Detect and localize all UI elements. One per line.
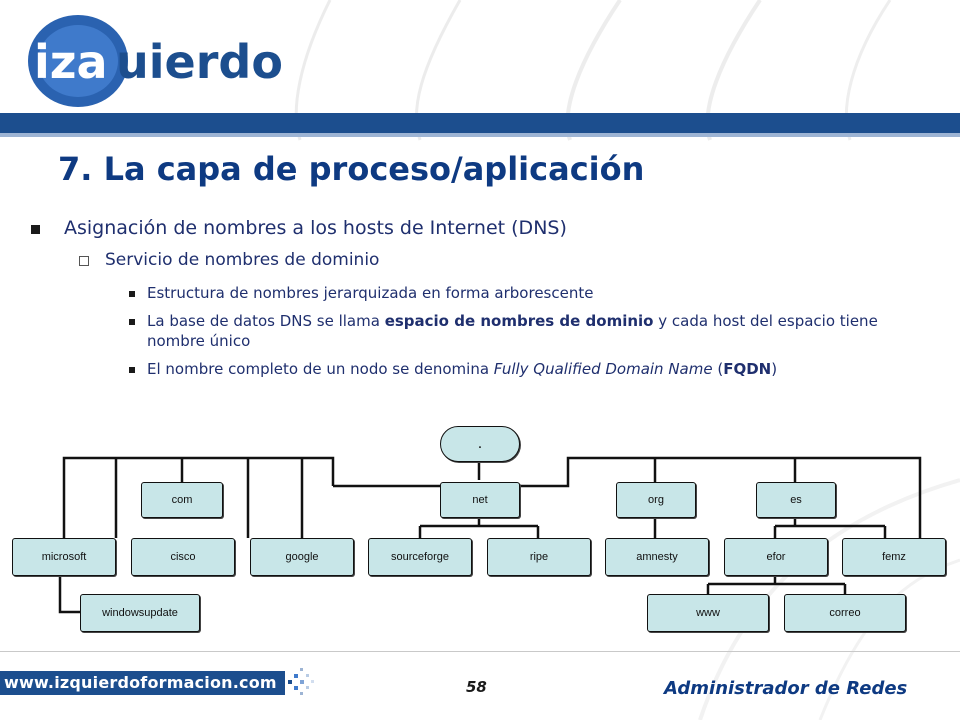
- dots-decoration-icon: [288, 668, 314, 695]
- tree-node-sourceforge: sourceforge: [368, 538, 472, 576]
- tree-node-cisco: cisco: [131, 538, 235, 576]
- item3-paren-close: ): [771, 360, 778, 378]
- tree-node-correo: correo: [784, 594, 906, 632]
- bullet-item-1: Estructura de nombres jerarquizada en fo…: [147, 284, 594, 302]
- tree-node-www: www: [647, 594, 769, 632]
- footer-divider: [0, 651, 960, 652]
- page-title: 7. La capa de proceso/aplicación: [58, 150, 645, 188]
- item2-text: La base de datos DNS se llama: [147, 312, 385, 330]
- tree-connectors: [58, 456, 922, 614]
- bullet-square-outline: [79, 256, 89, 266]
- course-name: Administrador de Redes: [664, 678, 908, 699]
- tree-node-es: es: [756, 482, 836, 518]
- bullet-level1: Asignación de nombres a los hosts de Int…: [64, 217, 567, 239]
- logo-text-prefix: iza: [34, 35, 108, 89]
- bullet-small: [129, 291, 135, 297]
- bullet-item-2: La base de datos DNS se llama espacio de…: [147, 311, 887, 351]
- item2-text-end: y cada host del espacio tiene nombre úni…: [147, 312, 878, 350]
- tree-node-amnesty: amnesty: [605, 538, 709, 576]
- tree-node-microsoft: microsoft: [12, 538, 116, 576]
- bullet-small: [129, 319, 135, 325]
- dns-tree-diagram: [58, 456, 922, 614]
- item3-paren: (: [712, 360, 724, 378]
- bullet-level2: Servicio de nombres de dominio: [105, 250, 380, 270]
- item3-bold: FQDN: [723, 360, 772, 378]
- bullet-small: [129, 367, 135, 373]
- header-band-light: [0, 133, 960, 137]
- tree-node-ripe: ripe: [487, 538, 591, 576]
- tree-node-femz: femz: [842, 538, 946, 576]
- item3-italic: Fully Qualified Domain Name: [493, 360, 713, 378]
- bullet-item-3: El nombre completo de un nodo se denomin…: [147, 359, 887, 379]
- footer-url-bar: [0, 671, 285, 695]
- item2-bold: espacio de nombres de dominio: [384, 312, 654, 330]
- logo-text-suffix: uierdo: [116, 35, 283, 89]
- izquierdo-logo: iza uierdo: [28, 15, 283, 107]
- bullet-square-filled: [31, 225, 40, 234]
- tree-node-root: .: [440, 426, 520, 462]
- tree-node-google: google: [250, 538, 354, 576]
- item3-text: El nombre completo de un nodo se denomin…: [147, 360, 494, 378]
- footer-url: www.izquierdoformacion.com: [4, 673, 277, 692]
- tree-node-efor: efor: [724, 538, 828, 576]
- tree-node-com: com: [141, 482, 223, 518]
- header-band: [0, 113, 960, 133]
- tree-node-net: net: [440, 482, 520, 518]
- tree-node-windowsupdate: windowsupdate: [80, 594, 200, 632]
- page-number: 58: [466, 678, 487, 696]
- tree-node-org: org: [616, 482, 696, 518]
